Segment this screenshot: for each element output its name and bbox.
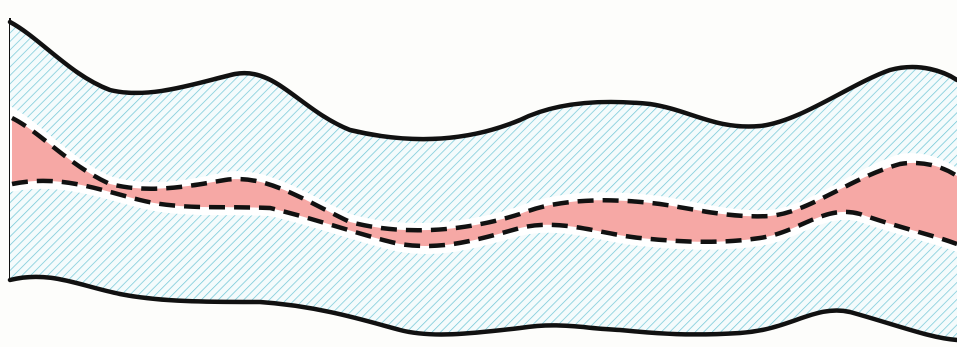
outer-hatched-band: [10, 22, 957, 340]
